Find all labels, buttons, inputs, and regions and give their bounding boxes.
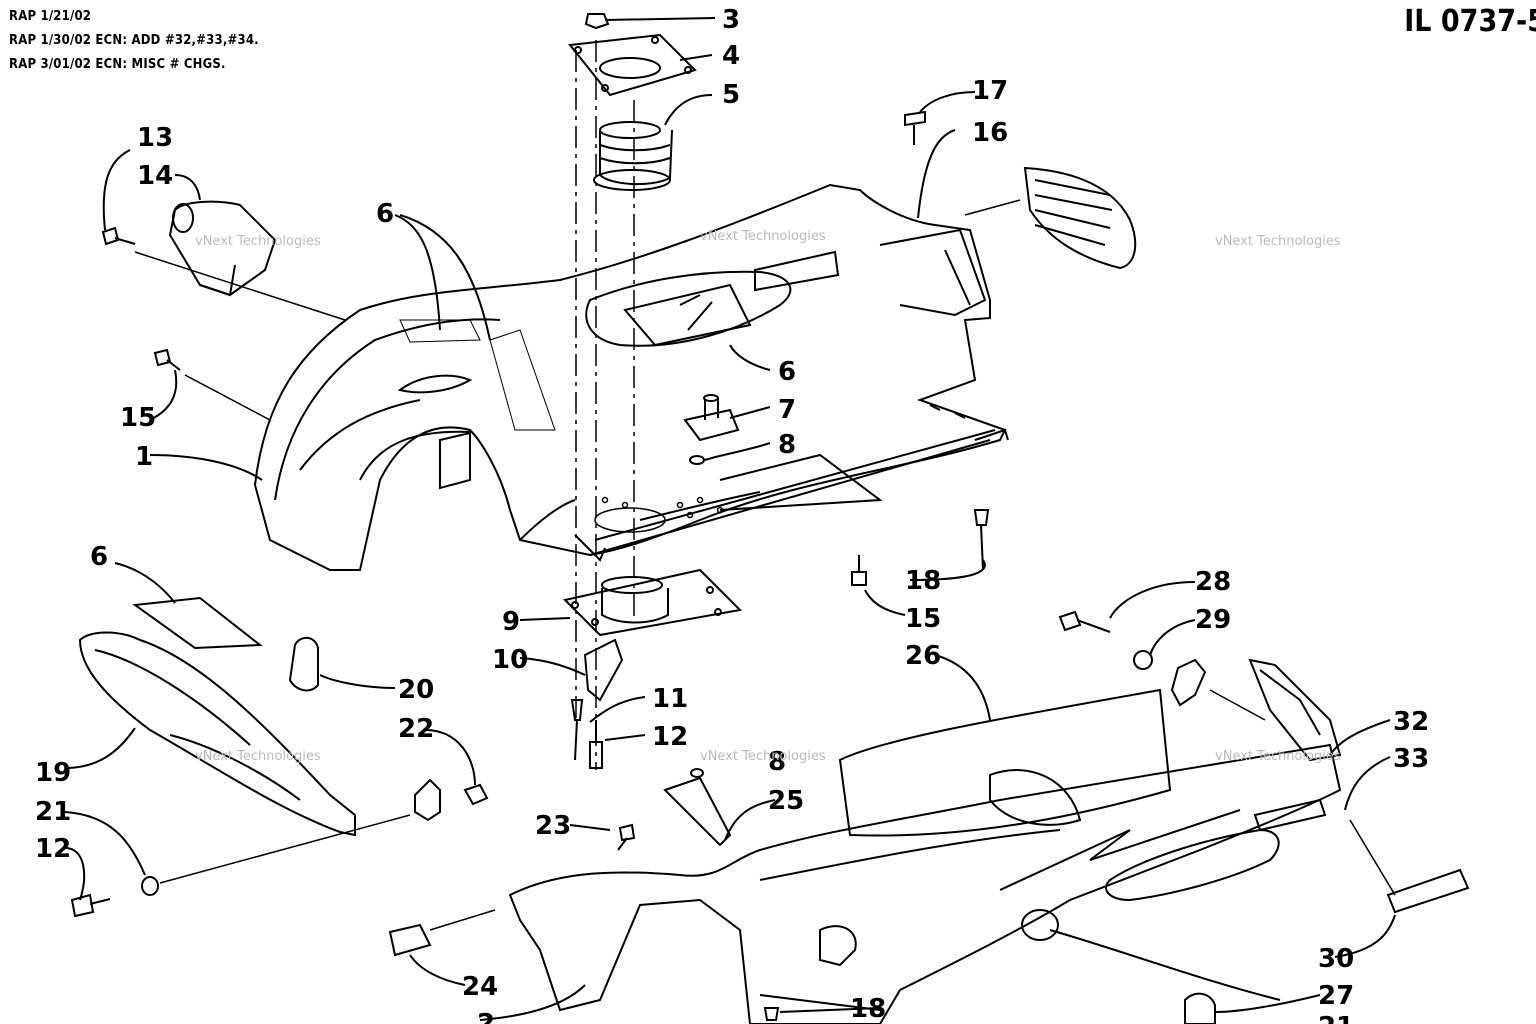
callout-32: 32 [1393,707,1429,737]
callout-21-right: 21 [1318,1012,1354,1024]
screw-part-15-left [153,348,181,371]
decal-part-6-lower [132,596,263,650]
callout-29: 29 [1195,605,1231,635]
watermark-mid-right: vNext Technologies [1215,749,1341,764]
revision-note-3: RAP 3/01/02 ECN: MISC # CHGS. [9,57,226,72]
callout-15-center: 15 [905,604,941,634]
flange-part-9 [563,568,743,637]
screw-part-13 [101,226,136,246]
watermark-mid-center: vNext Technologies [700,749,826,764]
illustration-number: IL 0737-5 [1404,4,1536,39]
callout-6-top: 6 [376,199,394,229]
handle-part-19 [78,631,356,837]
callout-18-right: 18 [905,566,941,596]
callout-4: 4 [722,41,740,71]
callout-28: 28 [1195,567,1231,597]
cover-part-26 [838,688,1172,837]
callout-3: 3 [722,5,740,35]
washer-part-8-top [689,455,705,465]
nut-part-3 [584,13,610,30]
callout-5: 5 [722,80,740,110]
mounting-holes [594,496,724,533]
bolt-part-28 [1058,610,1111,633]
callout-21-left: 21 [35,797,71,827]
screw-part-17 [904,110,926,145]
callout-12-center: 12 [652,722,688,752]
callout-14: 14 [137,161,173,191]
clip-part-24 [388,923,432,957]
plate-part-27 [1184,992,1216,1024]
callout-16: 16 [972,118,1008,148]
callout-6-mid: 6 [778,357,796,387]
callout-23: 23 [535,811,571,841]
washer-part-29 [1133,650,1153,670]
callout-17: 17 [972,76,1008,106]
rivet-part-18-lower [763,1007,780,1021]
callout-10: 10 [492,645,528,675]
callout-13: 13 [137,123,173,153]
callout-9: 9 [502,607,520,637]
callout-1: 1 [135,442,153,472]
grommet-part-5 [593,121,673,191]
leader-line [1209,689,1266,721]
nut-part-22 [463,783,489,806]
callout-22: 22 [398,714,434,744]
clip-part-20 [288,636,319,692]
callout-8-low: 8 [768,747,786,777]
belly-pan-part-2 [508,743,1342,1024]
callout-30: 30 [1318,944,1354,974]
washer-part-8-lower [690,768,704,778]
screw-part-15-center [851,555,867,586]
watermark-top-right: vNext Technologies [1215,234,1341,249]
plate-part-25 [663,776,732,847]
leader-line [964,199,1021,216]
washer-part-21-left [141,876,159,896]
screw-part-23 [617,823,636,851]
callout-12-left: 12 [35,834,71,864]
callout-20: 20 [398,675,434,705]
callout-26: 26 [905,641,941,671]
watermark-top-left: vNext Technologies [195,234,321,249]
bolt-part-12-left [70,893,111,918]
leader-line [1349,819,1396,896]
callout-19: 19 [35,758,71,788]
trim-part-32 [1248,658,1342,762]
callout-8-top: 8 [778,430,796,460]
vent-part-16 [1023,166,1137,270]
callout-11: 11 [652,684,688,714]
callout-18-lower: 18 [850,994,886,1024]
rivet-part-18-right [973,509,990,571]
hood-upper-part-1 [253,183,1009,571]
callout-15-left: 15 [120,403,156,433]
watermark-top-center: vNext Technologies [700,229,826,244]
flange-part-4 [568,33,697,97]
callout-labels: 3 4 5 6 6 6 7 8 8 9 10 11 12 12 13 14 15… [35,5,1429,1024]
revision-note-1: RAP 1/21/02 [9,9,92,24]
callout-leaders [64,17,1396,1021]
watermarks: vNext Technologies vNext Technologies vN… [195,229,1341,764]
watermark-mid-left: vNext Technologies [195,749,321,764]
leader-line [134,251,346,321]
assembly-centerlines [575,40,635,770]
leader-line [184,374,271,421]
callout-27: 27 [1318,981,1354,1011]
callout-25: 25 [768,786,804,816]
bracket-plate-lower-left [414,778,441,822]
revision-note-2: RAP 1/30/02 ECN: ADD #32,#33,#34. [9,33,259,48]
bolt-part-12-center [589,720,603,769]
rivet-part-11 [570,699,584,761]
callout-7: 7 [778,395,796,425]
post-part-7 [683,394,740,442]
callout-2: 2 [477,1009,495,1024]
callout-33: 33 [1393,744,1429,774]
cable-assembly-part-14 [168,200,277,297]
callout-24: 24 [462,972,498,1002]
leader-line [159,814,411,884]
callout-6-low: 6 [90,542,108,572]
reflector-part-30 [1386,868,1470,914]
leader-line [429,909,496,931]
bracket-part-10 [583,638,624,702]
bracket-part-33-side [1170,658,1207,707]
